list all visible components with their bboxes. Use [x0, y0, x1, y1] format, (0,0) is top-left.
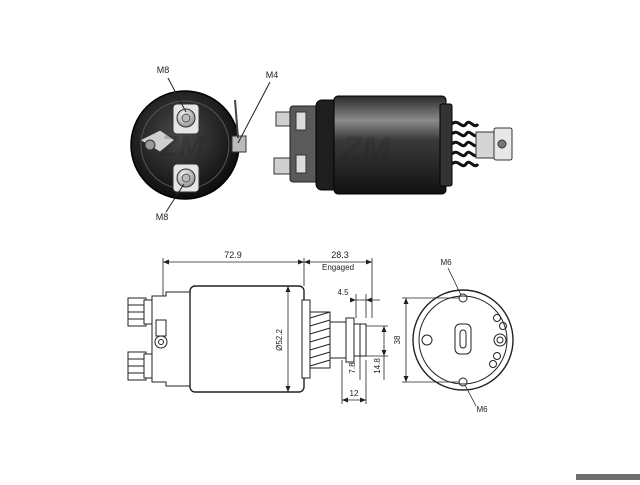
dim-38: 38	[393, 335, 402, 344]
dimension-arrows-end	[403, 298, 409, 382]
label-m8-bottom: M8	[156, 212, 169, 222]
dim-engaged-label: Engaged	[322, 263, 354, 272]
photo-side-view: ZM	[273, 95, 513, 195]
watermark-logo-right: ZM	[340, 130, 391, 168]
end-view-callouts	[165, 77, 271, 213]
dimension-arrows-side	[163, 259, 387, 403]
drawing-side-view	[127, 285, 367, 393]
dim-4-5: 4.5	[337, 288, 349, 297]
m4-terminal	[231, 99, 247, 153]
label-m4: M4	[266, 70, 279, 80]
footer-bar	[576, 474, 640, 480]
dim-body-length: 72.9	[224, 250, 242, 260]
dim-14-8: 14.8	[373, 358, 382, 374]
dim-engaged-length: 28.3	[331, 250, 349, 260]
photo-end-view: ZM	[130, 90, 247, 200]
label-m6-top: M6	[440, 258, 452, 267]
plunger-spring	[450, 120, 480, 168]
dim-7-8: 7.8	[348, 362, 357, 374]
label-m8-top: M8	[157, 65, 170, 75]
drawing-end-view	[412, 289, 514, 391]
dimension-lines-end	[402, 267, 477, 407]
label-m6-bottom: M6	[476, 405, 488, 414]
bottom-terminal-nut	[172, 163, 200, 193]
top-terminal-nut	[172, 103, 200, 135]
dim-12: 12	[350, 389, 359, 398]
watermark-logo-left: ZM	[159, 130, 204, 163]
dim-diameter-52-2: Ø52.2	[275, 329, 284, 351]
